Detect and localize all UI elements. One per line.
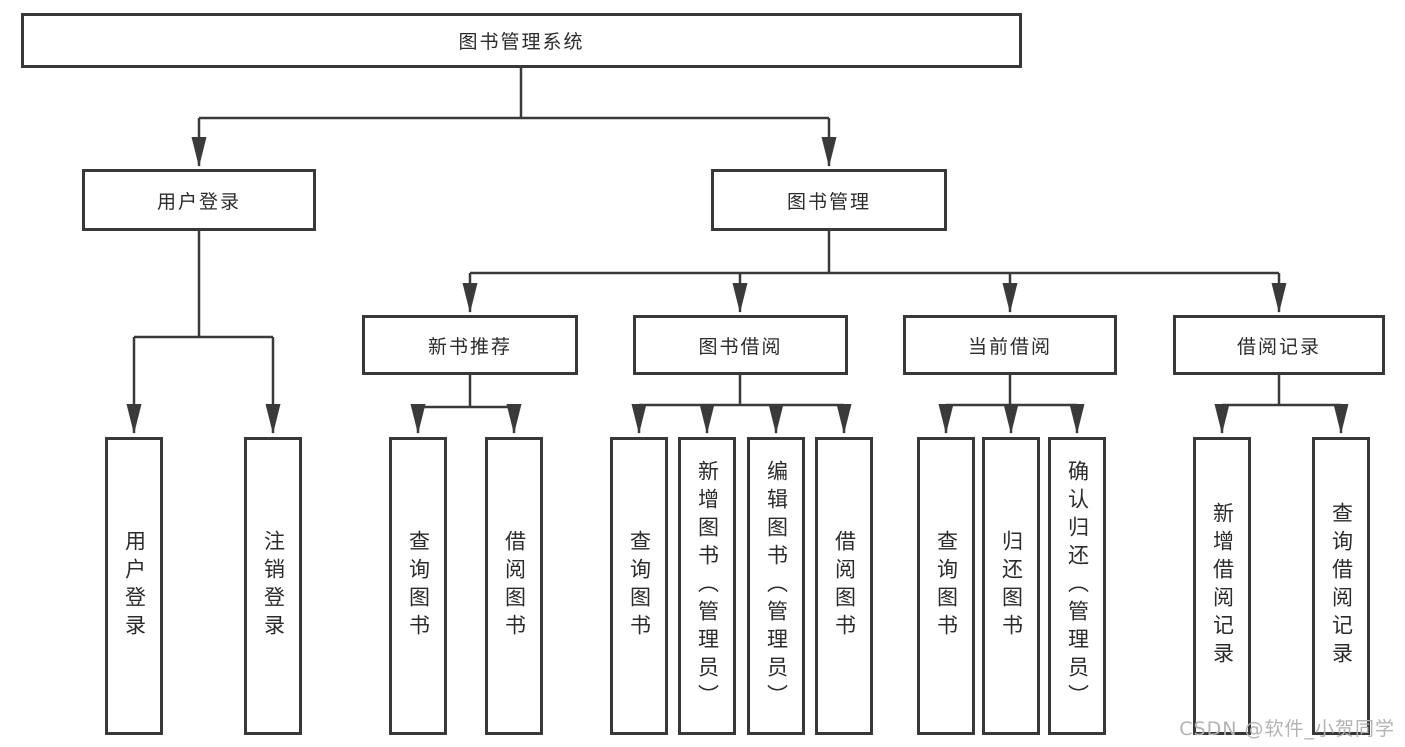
- leaf-borrow-borrow-books-label: 借阅图书: [832, 530, 857, 642]
- leaf-logout: 注销登录: [244, 437, 302, 735]
- connector-borrow-children: [631, 375, 852, 434]
- connector-root-to-level2: [191, 68, 837, 167]
- connector-current-children: [938, 375, 1085, 434]
- leaf-records-query-record: 查询借阅记录: [1312, 437, 1370, 735]
- leaf-borrow-borrow-books: 借阅图书: [815, 437, 873, 735]
- leaf-records-add-record: 新增借阅记录: [1193, 437, 1251, 735]
- leaf-user-login: 用户登录: [105, 437, 163, 735]
- node-root-system: 图书管理系统: [21, 13, 1022, 68]
- leaf-current-return-books: 归还图书: [982, 437, 1040, 735]
- leaf-borrow-add-books-admin-label: 新增图书（管理员）: [695, 460, 720, 712]
- leaf-borrow-query-books: 查询图书: [610, 437, 668, 735]
- connector-login-children: [126, 231, 281, 434]
- leaf-current-return-books-label: 归还图书: [999, 530, 1024, 642]
- node-book-management: 图书管理: [711, 169, 947, 231]
- leaf-records-add-record-label: 新增借阅记录: [1210, 502, 1235, 670]
- leaf-borrow-edit-books-admin: 编辑图书（管理员）: [747, 437, 805, 735]
- leaf-borrow-query-books-label: 查询图书: [627, 530, 652, 642]
- connector-management-to-modules: [462, 231, 1287, 313]
- connector-records-children: [1214, 375, 1349, 434]
- node-book-borrow: 图书借阅: [633, 315, 848, 375]
- leaf-newbook-borrow-books-label: 借阅图书: [502, 530, 527, 642]
- leaf-newbook-query-books: 查询图书: [389, 437, 447, 735]
- node-current-borrow: 当前借阅: [903, 315, 1117, 375]
- leaf-current-confirm-return-admin-label: 确认归还（管理员）: [1065, 460, 1090, 712]
- leaf-user-login-label: 用户登录: [122, 530, 147, 642]
- leaf-records-query-record-label: 查询借阅记录: [1329, 502, 1354, 670]
- connector-newbook-children: [410, 375, 522, 434]
- node-borrow-records: 借阅记录: [1173, 315, 1385, 375]
- leaf-newbook-borrow-books: 借阅图书: [485, 437, 543, 735]
- leaf-borrow-edit-books-admin-label: 编辑图书（管理员）: [764, 460, 789, 712]
- leaf-borrow-add-books-admin: 新增图书（管理员）: [678, 437, 736, 735]
- node-new-book-recommend: 新书推荐: [362, 315, 578, 375]
- leaf-logout-label: 注销登录: [261, 530, 286, 642]
- leaf-newbook-query-books-label: 查询图书: [406, 530, 431, 642]
- leaf-current-query-books-label: 查询图书: [934, 530, 959, 642]
- node-user-login: 用户登录: [82, 169, 316, 231]
- leaf-current-query-books: 查询图书: [917, 437, 975, 735]
- leaf-current-confirm-return-admin: 确认归还（管理员）: [1048, 437, 1106, 735]
